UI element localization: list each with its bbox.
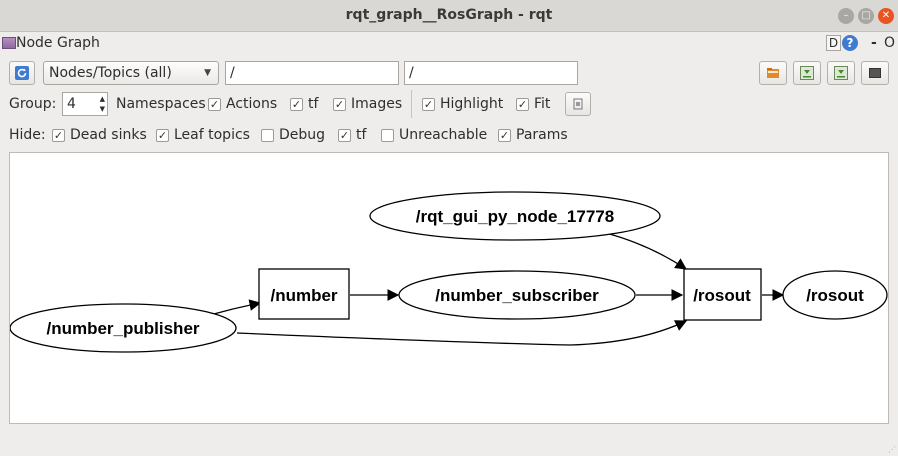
- hide-tf-checkbox[interactable]: ✓: [338, 129, 351, 142]
- images-label: Images: [351, 96, 403, 112]
- graph-type-value: Nodes/Topics (all): [49, 65, 172, 81]
- graph-node-number-publisher-label: /number_publisher: [46, 319, 199, 338]
- namespaces-checkbox[interactable]: ✓: [208, 98, 221, 111]
- graph-node-number-subscriber-label: /number_subscriber: [435, 286, 599, 305]
- graph-node-rqt-gui-label: /rqt_gui_py_node_17778: [416, 207, 614, 226]
- tf-group-checkbox[interactable]: ✓: [290, 98, 303, 111]
- group-spinbox[interactable]: 4 ▲ ▼: [62, 92, 108, 116]
- images-checkbox[interactable]: ✓: [333, 98, 346, 111]
- debug-label: Debug: [279, 127, 326, 143]
- float-plugin-button[interactable]: O: [884, 35, 896, 51]
- graph-node-number-publisher[interactable]: [9, 303, 237, 353]
- graph-type-select[interactable]: Nodes/Topics (all) ▼: [43, 61, 219, 85]
- refresh-icon: [15, 66, 29, 80]
- hide-tf-label: tf: [356, 127, 367, 143]
- screen-icon: [869, 68, 881, 78]
- graph-node-number-subscriber[interactable]: [398, 270, 636, 320]
- edge-publisher-to-rosout: [236, 320, 688, 346]
- save-svg-button[interactable]: [827, 61, 855, 85]
- params-label: Params: [516, 127, 568, 143]
- edge-publisher-to-number: [209, 299, 262, 316]
- graph-topic-number[interactable]: [258, 268, 350, 320]
- leaf-topics-label: Leaf topics: [174, 127, 250, 143]
- hide-label: Hide:: [9, 127, 46, 143]
- help-icon[interactable]: ?: [842, 35, 858, 51]
- fit-checkbox[interactable]: ✓: [516, 98, 529, 111]
- debug-checkbox[interactable]: [261, 129, 274, 142]
- folder-open-icon: [767, 68, 779, 78]
- chevron-up-icon[interactable]: ▲: [99, 95, 105, 103]
- namespaces-label: Namespaces: [116, 96, 206, 112]
- graph-node-rosout-label: /rosout: [806, 286, 864, 305]
- save-image-icon: [834, 66, 848, 80]
- window-title: rqt_graph__RosGraph - rqt: [345, 7, 553, 23]
- unreachable-label: Unreachable: [399, 127, 488, 143]
- graph-canvas[interactable]: /number_publisher /number /number_subscr…: [9, 152, 889, 424]
- highlight-label: Highlight: [440, 96, 504, 112]
- node-filter-input[interactable]: /: [225, 61, 399, 85]
- close-icon[interactable]: ✕: [878, 8, 894, 24]
- dock-d-button[interactable]: D: [826, 35, 841, 51]
- graph-node-rosout[interactable]: [782, 270, 888, 320]
- graph-topic-number-label: /number: [270, 286, 337, 305]
- minimize-plugin-button[interactable]: -: [871, 35, 877, 51]
- dead-sinks-label: Dead sinks: [70, 127, 147, 143]
- edge-rqtgui-to-rosout: [605, 232, 687, 270]
- graph-topic-rosout-label: /rosout: [693, 286, 751, 305]
- maximize-icon[interactable]: □: [858, 8, 874, 24]
- graph-topic-rosout[interactable]: [683, 268, 762, 321]
- ros-graph: /number_publisher /number /number_subscr…: [9, 191, 888, 353]
- leaf-topics-checkbox[interactable]: ✓: [156, 129, 169, 142]
- chevron-down-icon[interactable]: ▼: [99, 105, 105, 113]
- dead-sinks-checkbox[interactable]: ✓: [52, 129, 65, 142]
- plugin-header: Node Graph D ? - O: [0, 33, 898, 55]
- node-graph-plugin-icon: [2, 37, 16, 49]
- save-image-button[interactable]: [861, 61, 889, 85]
- refresh-button[interactable]: [9, 61, 35, 85]
- save-dot-button[interactable]: [793, 61, 821, 85]
- tf-group-label: tf: [308, 96, 319, 112]
- graph-node-rqt-gui[interactable]: [369, 191, 661, 241]
- fit-in-view-button[interactable]: [565, 92, 591, 116]
- group-value: 4: [67, 96, 76, 112]
- highlight-checkbox[interactable]: ✓: [422, 98, 435, 111]
- resize-grip-icon[interactable]: ⋰: [888, 445, 896, 454]
- params-checkbox[interactable]: ✓: [498, 129, 511, 142]
- toolbar-divider: [411, 90, 412, 118]
- window-titlebar: rqt_graph__RosGraph - rqt – □ ✕: [0, 0, 898, 32]
- fit-view-icon: [573, 98, 583, 110]
- plugin-title: Node Graph: [16, 35, 100, 51]
- topic-filter-input[interactable]: /: [404, 61, 578, 85]
- minimize-icon[interactable]: –: [838, 8, 854, 24]
- load-dot-button[interactable]: [759, 61, 787, 85]
- chevron-down-icon: ▼: [204, 68, 211, 78]
- actions-label: Actions: [226, 96, 278, 112]
- unreachable-checkbox[interactable]: [381, 129, 394, 142]
- save-download-icon: [800, 66, 814, 80]
- fit-label: Fit: [534, 96, 551, 112]
- group-label: Group:: [9, 96, 57, 112]
